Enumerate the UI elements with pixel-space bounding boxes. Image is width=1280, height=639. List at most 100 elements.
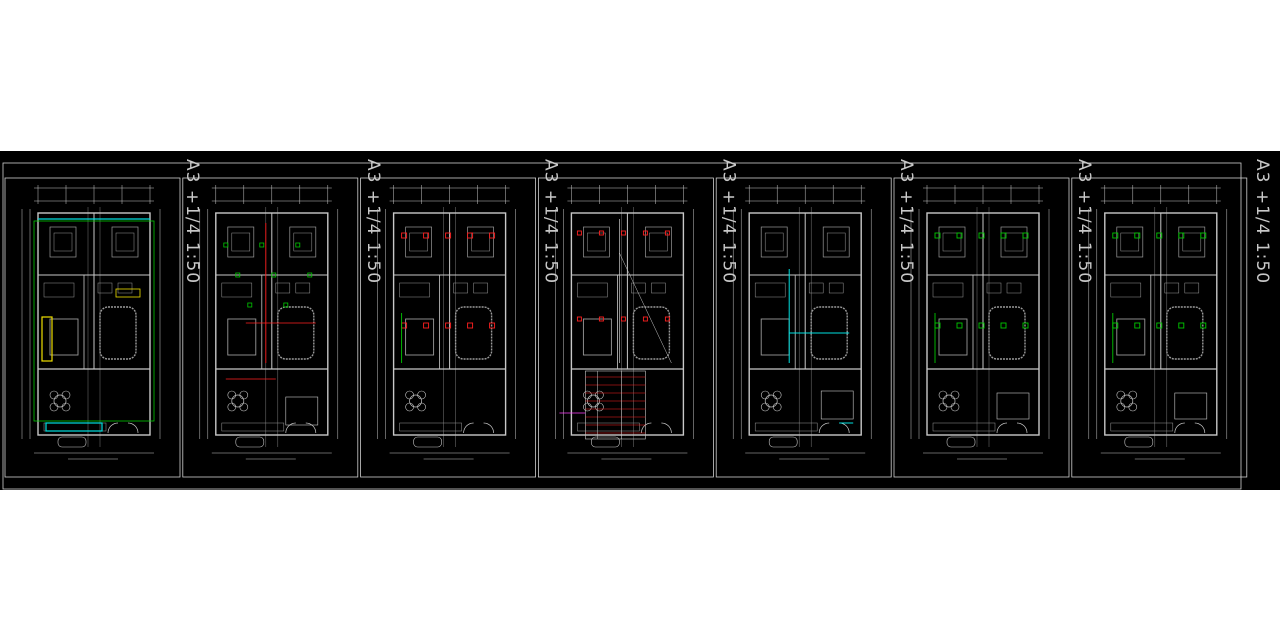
fixture-symbol <box>401 232 408 239</box>
fixture-symbol <box>445 322 452 329</box>
car <box>235 436 265 448</box>
fixture-symbol <box>956 232 963 239</box>
fixture-symbol <box>467 322 474 329</box>
legend-box <box>285 396 319 426</box>
sofa <box>1116 318 1146 356</box>
fixture-symbol <box>1134 322 1141 329</box>
counter <box>43 282 75 298</box>
sheet-5 <box>715 177 892 478</box>
diagonal-line <box>619 252 672 364</box>
chair <box>828 282 844 294</box>
bed <box>760 226 788 258</box>
garden-petal <box>239 402 249 412</box>
outlet-symbol <box>307 272 313 278</box>
car <box>946 436 976 448</box>
bed-pillow <box>53 232 73 252</box>
sheet-scale-label: A3 +1/4 1:50 <box>718 159 739 285</box>
outlet-symbol <box>259 242 265 248</box>
garden-petal <box>938 390 948 400</box>
garden-symbol <box>1120 394 1134 408</box>
sheet-4 <box>538 177 714 478</box>
garden-petal <box>1116 402 1126 412</box>
bed-pillow <box>409 232 428 252</box>
gate-swing <box>641 422 652 434</box>
sheet-scale-label: A3 +1/4 1:50 <box>896 159 917 285</box>
bed-pillow <box>1004 232 1024 252</box>
sheet-1 <box>4 177 181 478</box>
outlet-symbol <box>295 242 301 248</box>
garden-petal <box>49 402 59 412</box>
sofa <box>405 318 435 356</box>
fixture-symbol <box>978 322 985 329</box>
chair <box>97 282 113 294</box>
sheet-2 <box>182 177 359 478</box>
sofa <box>760 318 790 356</box>
boundary-line <box>33 220 155 422</box>
garden-symbol <box>942 394 956 408</box>
car <box>1124 436 1154 448</box>
garden-petal <box>405 402 414 412</box>
fixture-symbol <box>445 232 452 239</box>
dining-table <box>99 306 137 360</box>
fixture-symbol <box>978 232 985 239</box>
bed <box>49 226 77 258</box>
dining-table <box>1166 306 1204 360</box>
fixture-symbol <box>664 316 670 322</box>
fixture-symbol <box>620 230 626 236</box>
hedge <box>399 422 462 432</box>
cad-model-space[interactable]: A3 +1/4 1:50 A3 +1/4 1:50 A3 +1/4 1:50 A3 +… <box>0 151 1280 490</box>
garden-symbol <box>53 394 67 408</box>
hedge <box>1110 422 1174 432</box>
bed-pillow <box>1120 232 1140 252</box>
garden-petal <box>1128 402 1138 412</box>
counter <box>932 282 964 298</box>
chair <box>1184 282 1200 294</box>
sheet-scale-label: A3 +1/4 1:50 <box>1251 159 1272 285</box>
garden-petal <box>49 390 59 400</box>
floor-plan <box>555 185 694 460</box>
fixture-symbol <box>489 232 496 239</box>
gate-swing <box>107 422 119 434</box>
garden-petal <box>760 390 770 400</box>
sheet-scale-label: A3 +1/4 1:50 <box>362 159 383 285</box>
bed-pillow <box>293 232 313 252</box>
fixture-symbol <box>1178 322 1185 329</box>
garden-symbol <box>764 394 778 408</box>
gate-swing <box>127 422 139 434</box>
chair <box>275 282 291 294</box>
garden-petal <box>772 402 782 412</box>
schedule-table <box>585 370 646 440</box>
garden-petal <box>938 402 948 412</box>
sofa <box>938 318 968 356</box>
gate-swing <box>818 422 830 434</box>
garden-petal <box>417 390 426 400</box>
sofa <box>227 318 257 356</box>
bed <box>938 226 966 258</box>
car <box>57 436 87 448</box>
fixture-symbol <box>1134 232 1141 239</box>
chair <box>986 282 1002 294</box>
chair <box>473 282 488 294</box>
fixture-symbol <box>1178 232 1185 239</box>
fixture-symbol <box>1000 322 1007 329</box>
dining-table <box>632 306 671 360</box>
outlet-symbol <box>247 302 253 308</box>
sheet-6 <box>893 177 1070 478</box>
fixture-symbol <box>620 316 626 322</box>
bed-pillow <box>587 232 606 252</box>
hedge <box>221 422 285 432</box>
fixture-symbol <box>1156 232 1163 239</box>
sheet-border <box>4 177 181 478</box>
fixture-symbol <box>934 232 941 239</box>
floor-plan <box>21 185 161 460</box>
bed-pillow <box>649 232 668 252</box>
chair <box>1164 282 1180 294</box>
fixture-symbol <box>642 230 648 236</box>
dining-table <box>277 306 315 360</box>
garden-petal <box>227 390 237 400</box>
hedge <box>577 422 640 432</box>
legend-box <box>996 392 1030 420</box>
garden-petal <box>61 402 71 412</box>
hedge <box>932 422 996 432</box>
garden-petal <box>950 402 960 412</box>
